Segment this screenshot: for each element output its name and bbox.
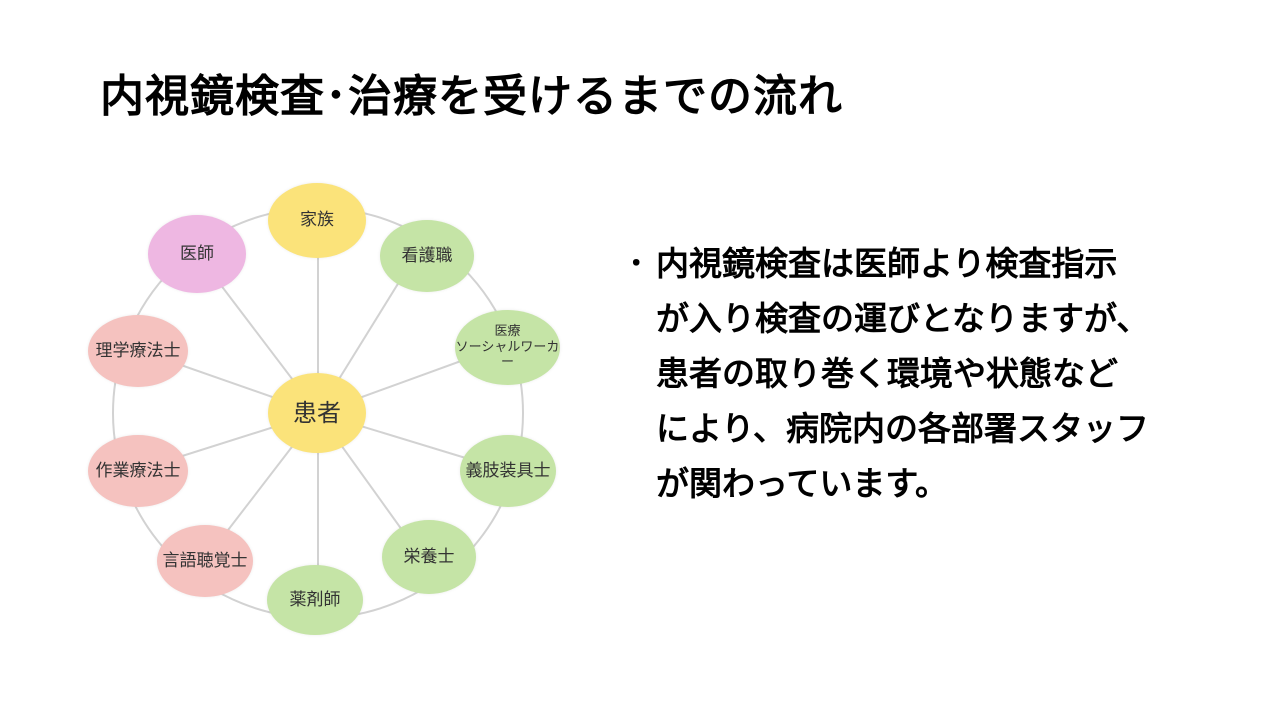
care-team-diagram: 患者 家族 看護職 医療 ソーシャルワーカー 義肢装具士 栄養士 薬剤師 言語聴… — [80, 175, 580, 645]
node-doctor: 医師 — [148, 215, 246, 293]
node-medical-social-worker: 医療 ソーシャルワーカー — [455, 310, 560, 385]
node-occupational-therapist: 作業療法士 — [88, 435, 188, 507]
node-speech-therapist-label: 言語聴覚士 — [162, 550, 248, 571]
body-line: が入り検査の運びとなりますが、 — [656, 299, 1150, 338]
node-physical-therapist-label: 理学療法士 — [95, 340, 181, 361]
node-family: 家族 — [268, 183, 366, 258]
node-doctor-label: 医師 — [180, 243, 214, 264]
body-paragraph: ･ 内視鏡検査は医師より検査指示 が入り検査の運びとなりますが、 患者の取り巻く… — [628, 236, 1248, 511]
node-prosthetist-label: 義肢装具士 — [465, 460, 551, 481]
node-family-label: 家族 — [300, 210, 334, 231]
slide-title: 内視鏡検査･治療を受けるまでの流れ — [100, 71, 843, 122]
node-speech-therapist: 言語聴覚士 — [157, 525, 253, 597]
node-pharmacist: 薬剤師 — [267, 565, 363, 635]
bullet-marker: ･ — [628, 244, 645, 283]
node-physical-therapist: 理学療法士 — [88, 315, 188, 387]
body-line: 内視鏡検査は医師より検査指示 — [656, 244, 1118, 283]
node-dietitian: 栄養士 — [382, 520, 476, 594]
node-medical-social-worker-label: 医療 ソーシャルワーカー — [455, 324, 560, 371]
node-occupational-therapist-label: 作業療法士 — [95, 460, 181, 481]
node-prosthetist: 義肢装具士 — [460, 435, 556, 507]
node-nursing: 看護職 — [380, 220, 474, 292]
body-line: が関わっています。 — [656, 464, 949, 503]
node-nursing-label: 看護職 — [401, 245, 453, 266]
body-line: により、病院内の各部署スタッフ — [656, 409, 1150, 448]
body-line: 患者の取り巻く環境や状態など — [656, 354, 1118, 393]
node-patient-label: 患者 — [293, 398, 341, 427]
node-patient: 患者 — [268, 373, 366, 453]
node-pharmacist-label: 薬剤師 — [289, 589, 341, 610]
node-dietitian-label: 栄養士 — [403, 546, 455, 567]
